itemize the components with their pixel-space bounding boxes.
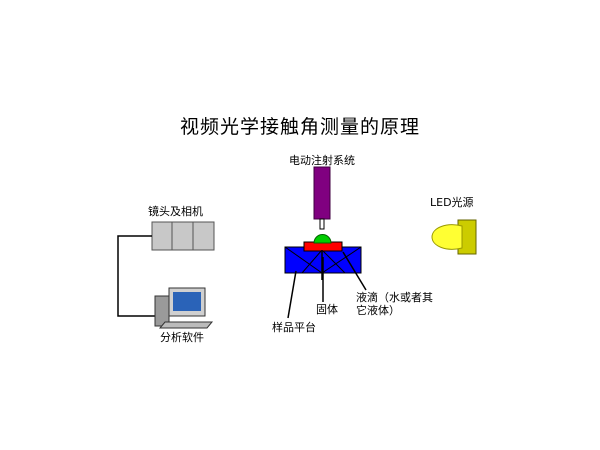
led-label: LED光源 [430,196,474,209]
camera-icon [151,221,215,251]
platform-label: 样品平台 [272,321,316,334]
syringe-icon [313,166,331,230]
computer-icon [154,287,214,329]
camera-cable [117,235,156,317]
droplet [313,234,332,244]
platform-leader [287,270,297,319]
diagram-title: 视频光学接触角测量的原理 [179,116,420,138]
software-label: 分析软件 [160,331,204,344]
led-bulb-icon [431,219,477,255]
droplet-leader [342,251,367,291]
camera-label: 镜头及相机 [148,205,203,218]
droplet-label: 液滴（水或者其它液体） [356,291,433,317]
solid-label: 固体 [316,303,338,316]
injector-label: 电动注射系统 [289,154,355,167]
